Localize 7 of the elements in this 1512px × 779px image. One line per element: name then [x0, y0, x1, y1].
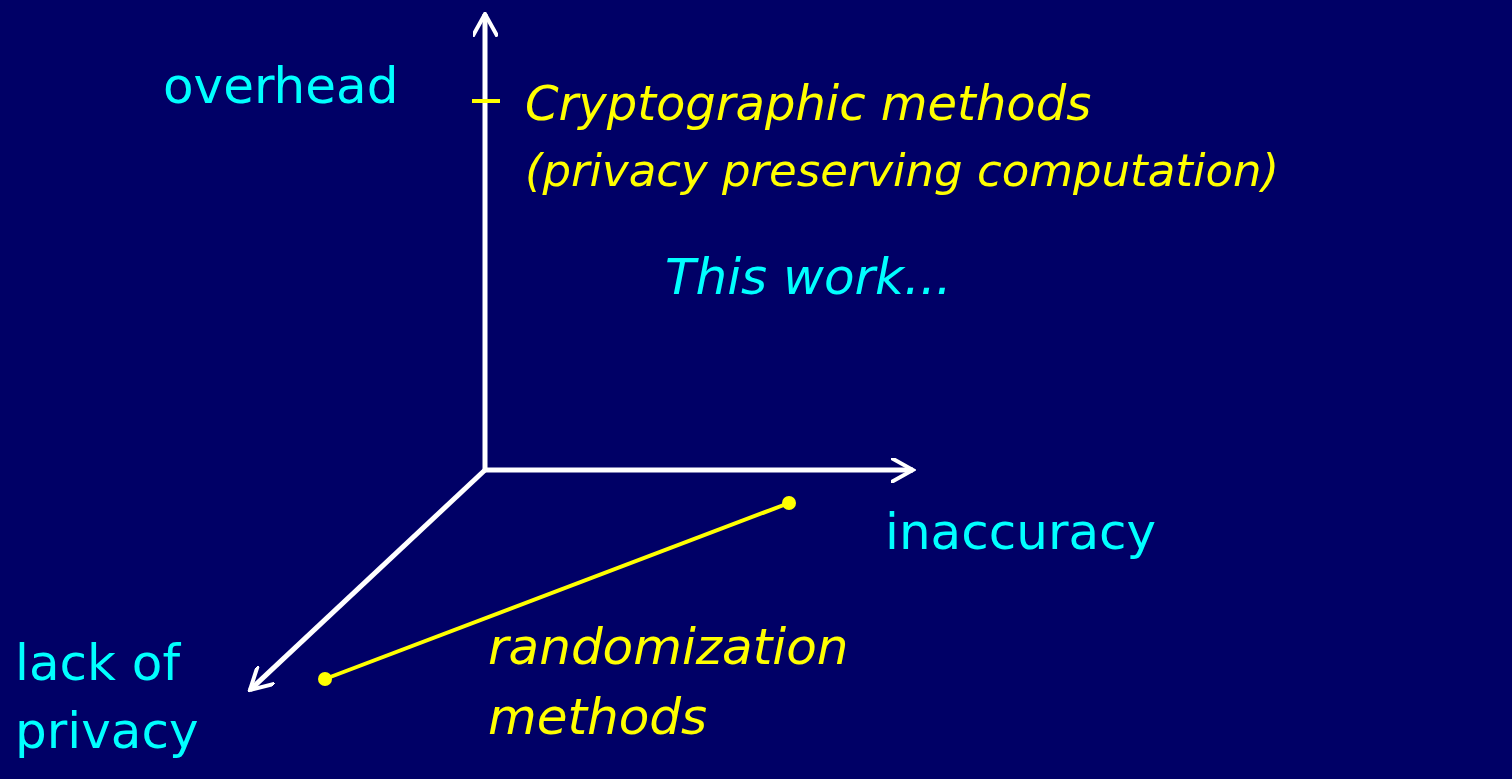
- method-label: (privacy preserving computation): [525, 143, 1280, 199]
- axis-label: inaccuracy: [885, 502, 1157, 563]
- annotation: This work...: [665, 247, 952, 308]
- axis-label: lack of privacy: [15, 633, 200, 762]
- axis-label: overhead: [163, 56, 399, 117]
- method-label: Cryptographic methods: [525, 74, 1092, 133]
- method-label: randomization methods: [488, 617, 850, 748]
